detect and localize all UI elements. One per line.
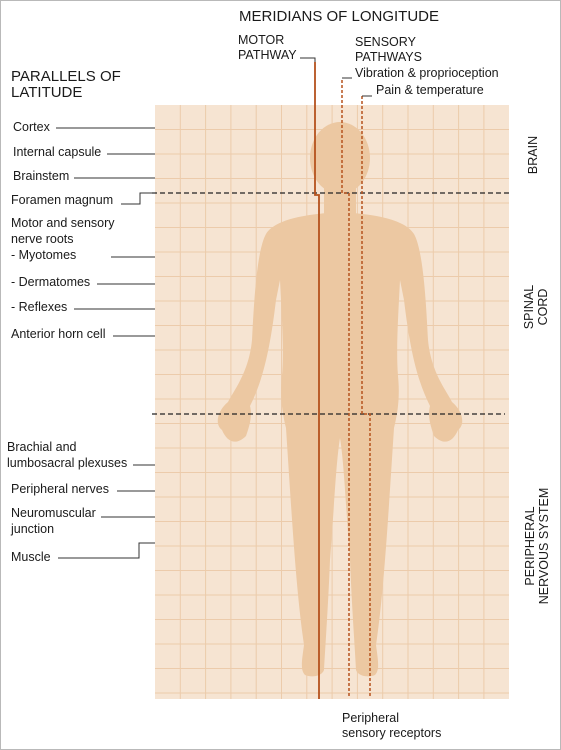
- spinal-cord-region-label: SPINAL CORD: [522, 285, 550, 329]
- body-part: [310, 122, 370, 194]
- pns-region-label: PERIPHERAL NERVOUS SYSTEM: [523, 488, 551, 604]
- brainstem-label: Brainstem: [13, 169, 70, 183]
- nmj-label-line2: junction: [11, 522, 55, 536]
- nerve-roots-label-line1: Motor and sensory: [11, 216, 115, 230]
- plexuses-label-line2: lumbosacral plexuses: [7, 456, 128, 470]
- body-part: [217, 212, 463, 677]
- sensory-pathways-label-line1: SENSORY: [355, 35, 416, 49]
- internal-capsule-label: Internal capsule: [13, 145, 102, 159]
- pns-line2: NERVOUS SYSTEM: [537, 487, 551, 605]
- body-part: [324, 186, 356, 216]
- nerve-roots-label-line2: nerve roots: [11, 232, 74, 246]
- reflexes-label: - Reflexes: [11, 300, 68, 314]
- level-leader-line: [121, 192, 155, 205]
- motor-label-connector: [300, 57, 316, 62]
- plexuses-label-line1: Brachial and: [7, 440, 77, 454]
- motor-pathway-line: [314, 62, 320, 699]
- nmj-label-line1: Neuromuscular: [11, 506, 96, 520]
- anterior-horn-cell-label: Anterior horn cell: [11, 327, 106, 341]
- foramen-magnum-label: Foramen magnum: [11, 193, 114, 207]
- pain-temperature-label: Pain & temperature: [376, 83, 484, 97]
- human-body-silhouette: [217, 122, 463, 677]
- brain-region-text: BRAIN: [526, 135, 540, 175]
- region-dividers: [152, 192, 511, 415]
- brain-region-label: BRAIN: [526, 136, 540, 174]
- sensory-receptors-label-line2: sensory receptors: [342, 726, 442, 740]
- muscle-label: Muscle: [11, 550, 51, 564]
- spinal-cord-line1: SPINAL: [522, 284, 536, 330]
- leader-lines: [56, 127, 155, 559]
- parallels-heading-line1: PARALLELS OF: [11, 68, 121, 85]
- pathway-lines: [300, 57, 372, 699]
- meridians-title: MERIDIANS OF LONGITUDE: [239, 8, 440, 25]
- parallels-heading-line2: LATITUDE: [11, 84, 83, 101]
- pain-temperature-pathway-line: [361, 96, 371, 697]
- pns-line1: PERIPHERAL: [523, 506, 537, 586]
- motor-pathway-label-line1: MOTOR: [238, 33, 285, 47]
- sensory-receptors-label-line1: Peripheral: [342, 711, 399, 725]
- motor-pathway-label-line2: PATHWAY: [238, 48, 297, 62]
- sensory-pathways-label-line2: PATHWAYS: [355, 50, 422, 64]
- vibration-proprioception-label: Vibration & proprioception: [355, 66, 499, 80]
- myotomes-label: - Myotomes: [11, 248, 77, 262]
- dermatomes-label: - Dermatomes: [11, 275, 91, 289]
- level-leader-line: [58, 542, 155, 559]
- vibration-proprioception-pathway-line: [341, 80, 350, 697]
- spinal-cord-line2: CORD: [536, 288, 550, 326]
- cortex-label: Cortex: [13, 120, 50, 134]
- peripheral-nerves-label: Peripheral nerves: [11, 482, 109, 496]
